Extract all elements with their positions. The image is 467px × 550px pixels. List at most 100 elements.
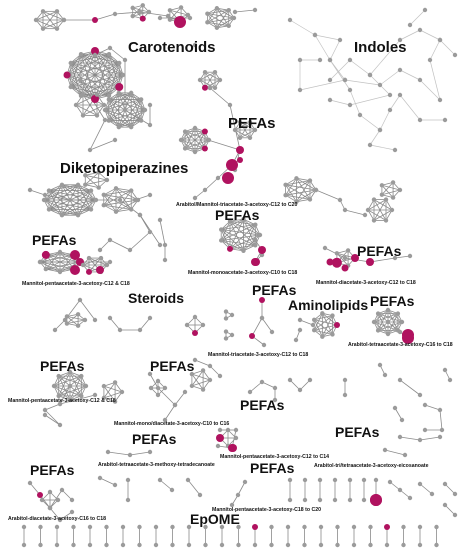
network-node bbox=[417, 27, 423, 33]
network-node bbox=[223, 316, 229, 321]
highlighted-node bbox=[341, 264, 349, 272]
network-node bbox=[318, 524, 324, 530]
network-edge bbox=[48, 184, 79, 210]
network-node bbox=[106, 93, 112, 98]
network-node bbox=[332, 497, 338, 503]
network-node bbox=[377, 82, 383, 88]
network-node bbox=[46, 207, 52, 212]
network-edge bbox=[329, 39, 341, 61]
cluster-labels: Carotenoids Indoles PEFAs Diketopiperazi… bbox=[8, 39, 453, 527]
network-node bbox=[55, 497, 61, 503]
network-node bbox=[64, 321, 70, 326]
network-edge bbox=[207, 8, 218, 23]
highlighted-node bbox=[249, 333, 255, 339]
network-edge bbox=[108, 99, 120, 128]
label-mannitol-diacetate-c12-c18: Mannitol-diacetate-3-acetoxy-C12 to C18 bbox=[316, 280, 416, 286]
network-node bbox=[157, 217, 163, 223]
label-steroids: Steroids bbox=[128, 290, 184, 306]
network-edge bbox=[103, 190, 132, 206]
network-node bbox=[157, 242, 163, 248]
network-edge bbox=[103, 391, 123, 399]
network-edge bbox=[43, 184, 79, 201]
network-node bbox=[318, 542, 324, 548]
network-node bbox=[434, 542, 439, 548]
network-node bbox=[227, 218, 233, 224]
network-node bbox=[64, 314, 70, 319]
network-node bbox=[287, 497, 293, 503]
network-node bbox=[67, 197, 73, 203]
network-edge bbox=[299, 379, 311, 391]
network-node bbox=[96, 170, 101, 175]
label-pefas-9: PEFAs bbox=[240, 397, 285, 413]
network-node bbox=[59, 213, 65, 218]
network-node bbox=[259, 315, 265, 321]
network-edge bbox=[180, 127, 196, 141]
network-node bbox=[311, 328, 317, 333]
network-edge bbox=[424, 404, 441, 411]
network-edge bbox=[99, 477, 116, 486]
network-edge bbox=[118, 109, 146, 128]
network-edge bbox=[61, 190, 92, 216]
highlighted-node bbox=[331, 257, 342, 268]
network-node bbox=[252, 7, 258, 13]
network-node bbox=[417, 392, 423, 398]
network-edge bbox=[194, 359, 211, 367]
network-node bbox=[46, 188, 52, 193]
network-edge bbox=[369, 129, 381, 146]
network-edge bbox=[59, 385, 71, 405]
network-node bbox=[27, 480, 33, 486]
network-node bbox=[67, 383, 73, 389]
network-node bbox=[52, 327, 58, 333]
network-node bbox=[94, 113, 100, 118]
network-node bbox=[92, 392, 98, 398]
network-node bbox=[205, 137, 211, 143]
network-edge bbox=[130, 99, 142, 128]
network-node bbox=[252, 127, 258, 133]
network-edge bbox=[399, 69, 421, 81]
network-edge bbox=[229, 220, 256, 246]
network-edge bbox=[70, 53, 110, 88]
network-node bbox=[226, 23, 231, 29]
network-edge bbox=[70, 53, 110, 64]
network-node bbox=[104, 542, 109, 548]
network-edge bbox=[80, 53, 120, 64]
network-node bbox=[233, 435, 239, 441]
network-edge bbox=[234, 9, 256, 13]
network-edge bbox=[419, 436, 441, 441]
network-node bbox=[317, 477, 323, 483]
network-node bbox=[367, 142, 373, 148]
network-edge bbox=[77, 184, 92, 191]
network-node bbox=[437, 97, 443, 103]
network-node bbox=[392, 147, 398, 153]
network-node bbox=[207, 377, 213, 383]
network-node bbox=[57, 269, 63, 275]
network-edge bbox=[88, 257, 102, 273]
network-edge bbox=[344, 209, 366, 216]
network-node bbox=[397, 377, 403, 383]
network-node bbox=[297, 57, 303, 63]
network-node bbox=[200, 322, 206, 328]
network-edge bbox=[313, 319, 323, 337]
network-node bbox=[347, 57, 353, 63]
highlighted-node bbox=[370, 494, 382, 506]
network-node bbox=[97, 247, 103, 253]
network-edge bbox=[103, 204, 132, 210]
network-edge bbox=[221, 224, 256, 230]
network-edge bbox=[285, 178, 297, 196]
network-node bbox=[225, 427, 231, 433]
network-edge bbox=[69, 375, 82, 401]
network-node bbox=[62, 317, 68, 323]
network-edge bbox=[359, 114, 381, 131]
network-node bbox=[125, 477, 131, 483]
network-node bbox=[361, 497, 367, 503]
network-edge bbox=[439, 409, 443, 431]
network-edge bbox=[399, 436, 421, 441]
network-node bbox=[75, 312, 81, 317]
network-node bbox=[347, 477, 353, 483]
network-node bbox=[242, 479, 248, 485]
network-node bbox=[417, 117, 423, 123]
network-edge bbox=[115, 187, 132, 192]
network-edge bbox=[82, 257, 102, 266]
network-edge bbox=[285, 184, 297, 202]
network-edge bbox=[221, 229, 256, 246]
